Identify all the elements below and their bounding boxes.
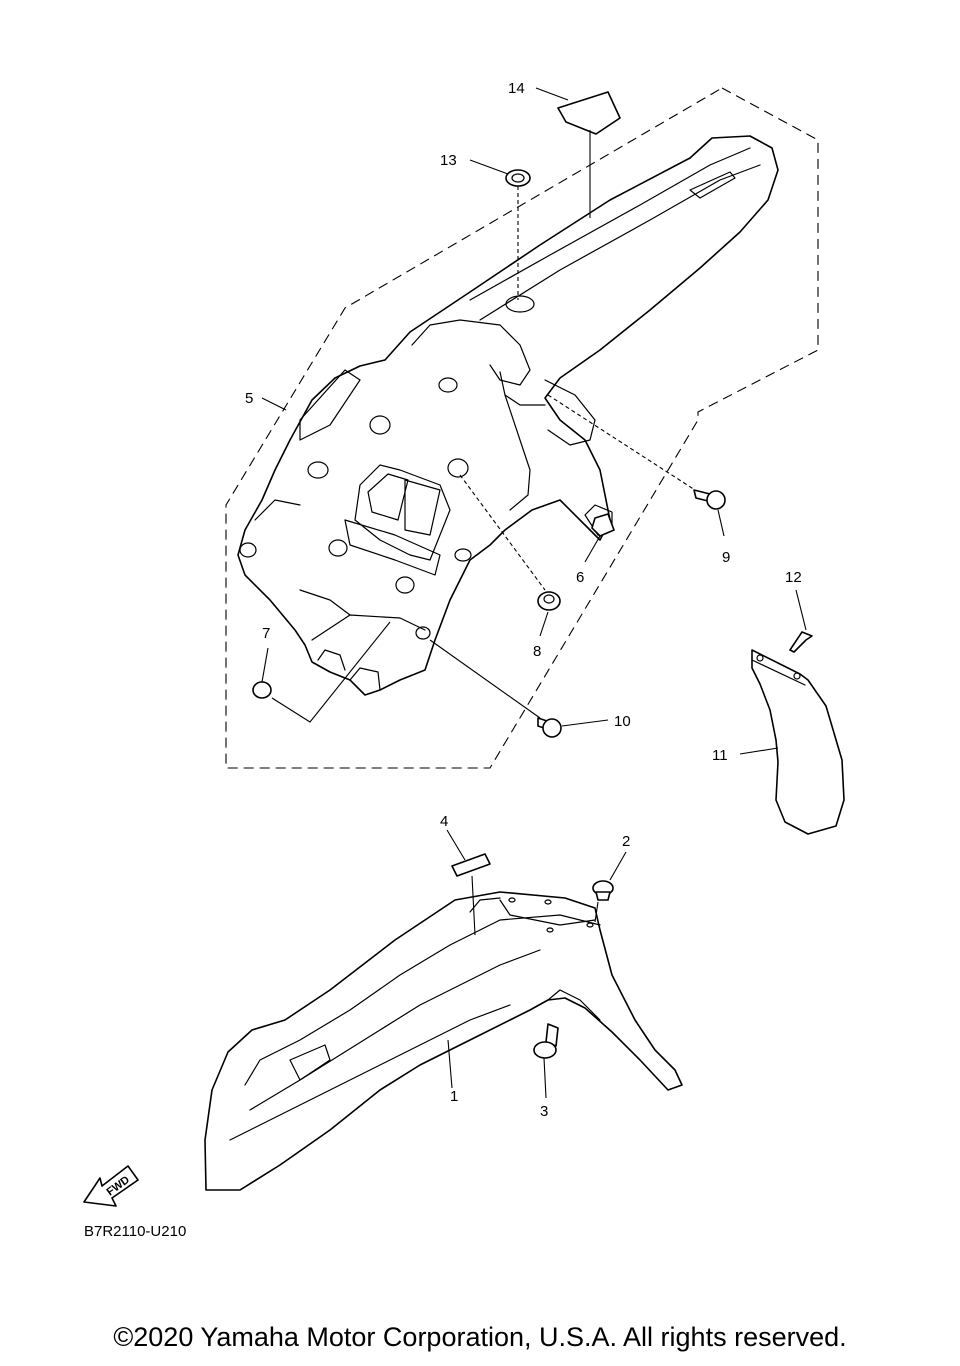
callout-2: 2 [622, 833, 630, 850]
decal-14[interactable] [557, 91, 621, 135]
front-fender[interactable] [204, 891, 683, 1191]
bolt-9[interactable] [693, 489, 726, 510]
callout-10: 10 [614, 713, 631, 730]
callout-11: 11 [712, 747, 728, 764]
callout-7: 7 [262, 625, 270, 642]
diagram-code: B7R2110-U210 [84, 1223, 186, 1240]
callout-5: 5 [245, 390, 253, 407]
copyright-notice: ©2020 Yamaha Motor Corporation, U.S.A. A… [113, 1322, 847, 1352]
mud-flap-11[interactable] [751, 649, 845, 835]
grommet-7[interactable] [252, 681, 272, 699]
callout-3: 3 [540, 1103, 548, 1120]
callout-1: 1 [450, 1088, 458, 1105]
bolt-10[interactable] [537, 717, 562, 738]
callout-4: 4 [440, 813, 448, 830]
callout-14: 14 [508, 80, 525, 97]
fwd-arrow: FWD [83, 1165, 139, 1207]
bolt-3[interactable] [533, 1023, 559, 1059]
grommet-8[interactable] [537, 591, 561, 611]
label-4[interactable] [451, 853, 491, 877]
callout-6: 6 [576, 569, 584, 586]
screw-12[interactable] [789, 631, 813, 653]
emblem-13[interactable] [505, 169, 531, 187]
callout-12: 12 [785, 569, 802, 586]
assembly-line-8 [459, 474, 546, 591]
callout-9: 9 [722, 549, 730, 566]
leader-lines [261, 87, 807, 1099]
rear-fender[interactable] [237, 135, 779, 696]
assembly-boundary [225, 87, 819, 769]
callout-8: 8 [533, 643, 541, 660]
callout-13: 13 [440, 152, 457, 169]
assembly-line-9 [547, 394, 696, 491]
bolt-2[interactable] [592, 880, 614, 901]
nut-6[interactable] [591, 513, 615, 537]
